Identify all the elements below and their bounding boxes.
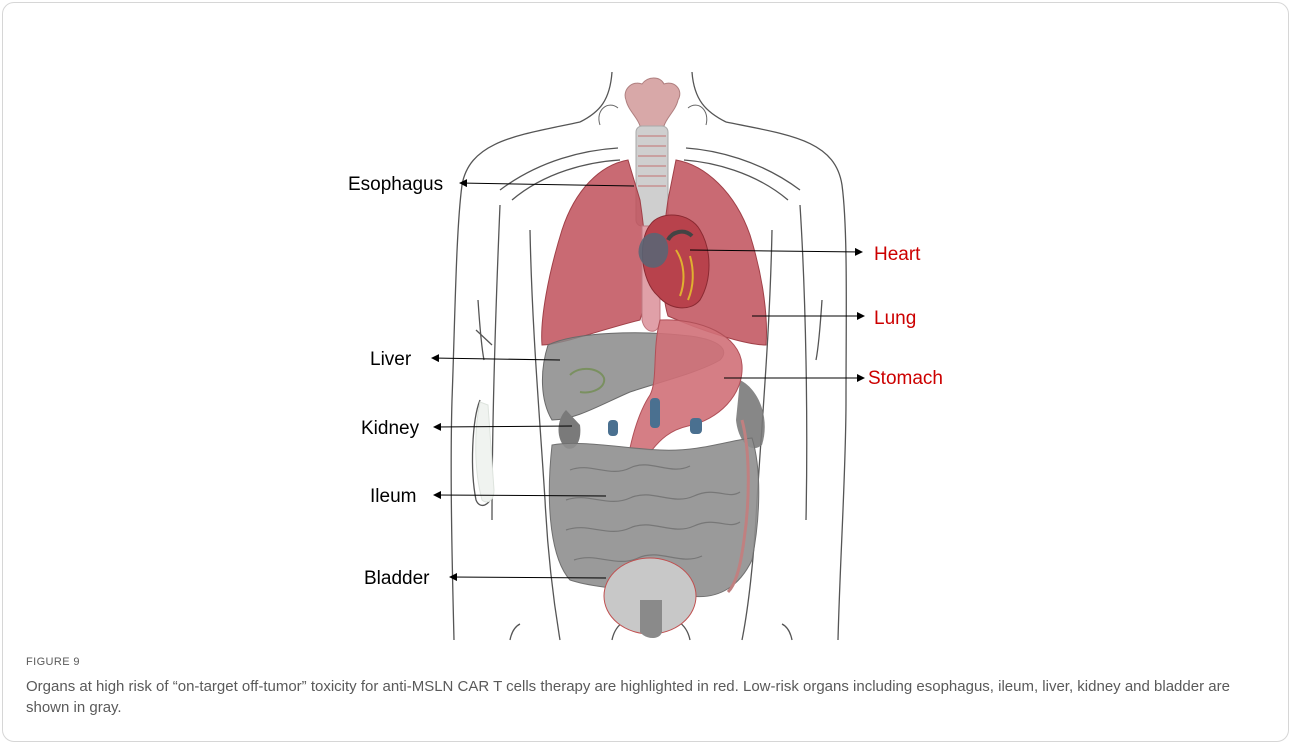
label-esophagus: Esophagus [348,174,443,195]
label-lung: Lung [874,308,916,329]
label-ileum: Ileum [370,486,416,507]
figure-number: FIGURE 9 [26,656,80,668]
figure-caption: Organs at high risk of “on-target off-tu… [26,676,1266,718]
anatomy-figure: Esophagus Heart Lung Liver Stomach Kidne… [0,0,1293,645]
label-kidney: Kidney [361,418,420,439]
label-bladder: Bladder [364,568,430,589]
label-liver: Liver [370,349,412,370]
anatomy-illustration: Esophagus Heart Lung Liver Stomach Kidne… [0,0,1293,645]
kidney-arrow [434,426,572,427]
label-heart: Heart [874,244,921,265]
liver-arrow [432,358,560,360]
label-stomach: Stomach [868,368,943,389]
